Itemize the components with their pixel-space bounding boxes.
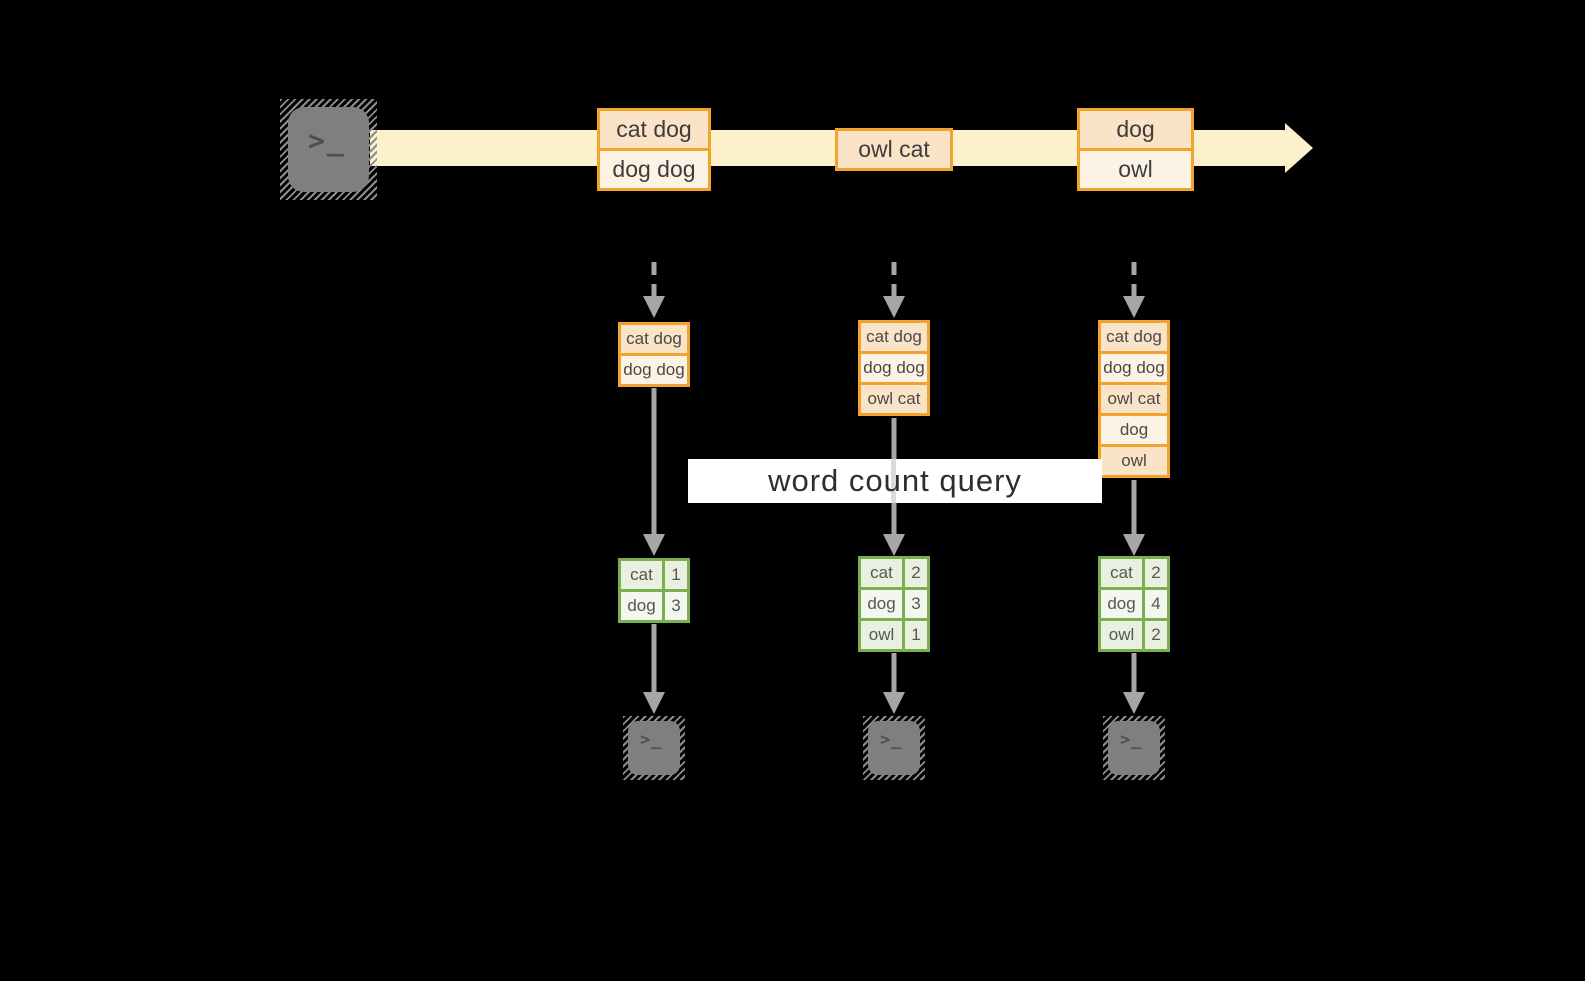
stream-record: owl cat <box>838 131 950 168</box>
count-row: dog 3 <box>621 592 687 620</box>
count-table-3: cat 2 dog 4 owl 2 <box>1098 556 1170 652</box>
count-cell: 1 <box>905 621 927 649</box>
prompt-glyph: >_ <box>880 730 903 750</box>
window-record: dog dog <box>1101 354 1167 382</box>
word-cell: dog <box>861 590 902 618</box>
ingest-arrowhead-3 <box>1123 296 1145 318</box>
word-cell: dog <box>1101 590 1142 618</box>
window-buffer-3: cat dog dog dog owl cat dog owl <box>1098 320 1170 478</box>
count-cell: 3 <box>665 592 687 620</box>
count-row: owl 2 <box>1101 621 1167 649</box>
stream-record: dog dog <box>600 151 708 188</box>
terminal-screen: >_ <box>288 107 369 192</box>
count-row: dog 4 <box>1101 590 1167 618</box>
arrow-overlap-strip <box>891 459 896 503</box>
query-banner: word count query <box>688 459 1102 503</box>
terminal-screen: >_ <box>868 721 920 775</box>
window-record: cat dog <box>861 323 927 351</box>
stream-batch-1: cat dog dog dog <box>597 108 711 191</box>
window-record: dog dog <box>621 356 687 384</box>
window-record: cat dog <box>621 325 687 353</box>
query-arrowhead-3 <box>1123 534 1145 556</box>
word-cell: owl <box>861 621 902 649</box>
sink-terminal-icon-2: >_ <box>863 716 925 780</box>
terminal-screen: >_ <box>628 721 680 775</box>
word-cell: cat <box>621 561 662 589</box>
window-record: dog <box>1101 416 1167 444</box>
stream-record: cat dog <box>600 111 708 148</box>
ingest-arrowhead-1 <box>643 296 665 318</box>
count-cell: 2 <box>1145 559 1167 587</box>
query-arrowhead-2 <box>883 534 905 556</box>
window-buffer-2: cat dog dog dog owl cat <box>858 320 930 416</box>
sink-arrowhead-1 <box>643 692 665 714</box>
count-cell: 2 <box>905 559 927 587</box>
sink-terminal-icon-3: >_ <box>1103 716 1165 780</box>
stream-record: dog <box>1080 111 1191 148</box>
prompt-glyph: >_ <box>308 124 346 157</box>
window-record: dog dog <box>861 354 927 382</box>
count-row: cat 2 <box>1101 559 1167 587</box>
window-buffer-1: cat dog dog dog <box>618 322 690 387</box>
count-table-2: cat 2 dog 3 owl 1 <box>858 556 930 652</box>
sink-arrowhead-3 <box>1123 692 1145 714</box>
count-cell: 2 <box>1145 621 1167 649</box>
word-cell: owl <box>1101 621 1142 649</box>
window-record: owl <box>1101 447 1167 475</box>
query-arrowhead-1 <box>643 534 665 556</box>
ingest-arrowhead-2 <box>883 296 905 318</box>
word-cell: cat <box>1101 559 1142 587</box>
count-cell: 1 <box>665 561 687 589</box>
count-cell: 4 <box>1145 590 1167 618</box>
stream-record: owl <box>1080 151 1191 188</box>
count-row: cat 1 <box>621 561 687 589</box>
stream-batch-2: owl cat <box>835 128 953 171</box>
terminal-screen: >_ <box>1108 721 1160 775</box>
count-cell: 3 <box>905 590 927 618</box>
source-terminal-icon: >_ <box>280 99 377 200</box>
stream-batch-3: dog owl <box>1077 108 1194 191</box>
count-row: dog 3 <box>861 590 927 618</box>
word-cell: cat <box>861 559 902 587</box>
prompt-glyph: >_ <box>1120 730 1143 750</box>
count-table-1: cat 1 dog 3 <box>618 558 690 623</box>
word-cell: dog <box>621 592 662 620</box>
window-record: owl cat <box>861 385 927 413</box>
count-row: cat 2 <box>861 559 927 587</box>
count-row: owl 1 <box>861 621 927 649</box>
sink-terminal-icon-1: >_ <box>623 716 685 780</box>
window-record: cat dog <box>1101 323 1167 351</box>
window-record: owl cat <box>1101 385 1167 413</box>
prompt-glyph: >_ <box>640 730 663 750</box>
sink-arrowhead-2 <box>883 692 905 714</box>
query-label: word count query <box>768 463 1022 498</box>
stream-arrowhead-icon <box>1285 123 1313 173</box>
